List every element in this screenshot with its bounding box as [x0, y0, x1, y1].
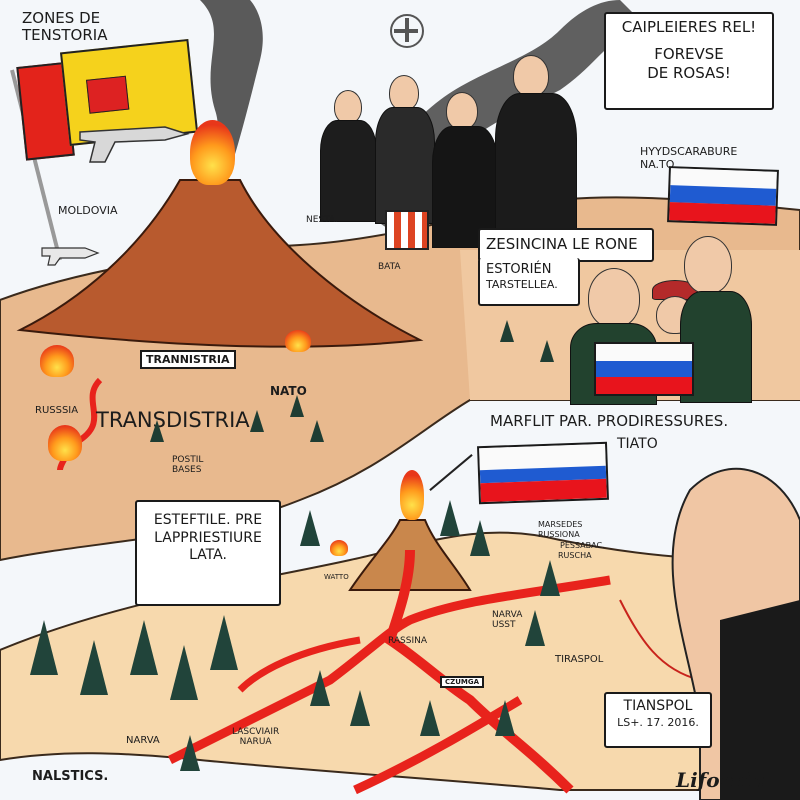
title-line-1: ZONES DE	[22, 9, 101, 27]
bubble-line-1: ESTEFTILE. PRE	[153, 512, 263, 528]
middle-right-bubble: ZESINCINA LE RONE	[478, 228, 654, 262]
label-marsedes-russiona: MARSEDES RUSSIONA PESSABAC. RUSCHA	[538, 520, 605, 562]
narva-line: NARVA	[492, 610, 523, 620]
fighter-jet	[79, 126, 190, 163]
bubble-line-3: TARSTELLEA.	[486, 278, 558, 292]
bubble-line-2: LAPPRIESTIURE	[154, 529, 262, 546]
shield	[385, 210, 429, 250]
label-russia: RUSSSIA	[35, 405, 79, 416]
smoke-plume	[200, 0, 263, 170]
left-speech-bubble: ESTEFTILE. PRE LAPPRIESTIURE LATA.	[135, 500, 281, 606]
volcano-fire	[190, 120, 235, 185]
top-right-label-line-2: NA.TO	[640, 157, 675, 171]
top-right-label-line-1: HYYDSCARABURE	[640, 145, 738, 158]
label-watto: WATTO	[324, 573, 349, 581]
bubble-line-3: LATA.	[189, 547, 227, 563]
label-postil-bases: POSTIL BASES	[172, 455, 203, 476]
bubble-line-3: DE ROSAS!	[647, 63, 731, 82]
title-line-2: TENSTORIA	[22, 26, 108, 45]
label-nesta: NESTA.	[306, 215, 338, 225]
top-right-label: HYYDSCARABURE NA.TO	[640, 145, 738, 171]
bubble-line-2: ESTORIÉN	[486, 262, 552, 277]
caption-line-2: TIATO	[617, 436, 658, 452]
title-label: ZONES DE TENSTORIA	[22, 9, 108, 45]
middle-right-bubble-lower: ESTORIÉN TARSTELLEA.	[478, 258, 580, 306]
narua-line: NARUA	[239, 737, 272, 748]
artist-signature: Lifornia	[676, 768, 766, 792]
label-narva-usst: NARVA USST	[492, 610, 522, 631]
fire	[330, 540, 348, 556]
marsedes-line: MARSEDES	[538, 520, 583, 529]
fire	[40, 345, 74, 377]
volcano	[16, 179, 424, 348]
label-tiraspol: TIRASPOL	[555, 654, 604, 665]
tranistria-sign: TRANNISTRIA	[140, 350, 236, 369]
small-jet	[41, 247, 100, 266]
bubble-line-1: ZESINCINA LE RONE	[486, 235, 638, 253]
top-speech-bubble: CAIPLEIERES REL! FOREVSE DE ROSAS!	[604, 12, 774, 110]
pessabac-line: PESSABAC.	[560, 540, 605, 550]
usst-line: USST	[492, 620, 516, 631]
label-narva: NARVA	[126, 735, 160, 746]
bubble-line-1: CAIPLEIERES REL!	[621, 18, 757, 36]
label-rassina: RASSINA	[388, 636, 428, 646]
russian-flag	[594, 342, 694, 396]
bubble-line-1: TIANSPOL	[623, 698, 693, 714]
russiona-line: RUSSIONA	[538, 530, 580, 540]
bases-line: BASES	[172, 465, 202, 476]
bubble-line-2: FOREVSE	[654, 44, 724, 63]
label-moldovia: MOLDOVIA	[58, 204, 118, 217]
label-bata: BATA	[378, 262, 401, 272]
label-czumga: CZUMGA	[440, 676, 485, 688]
ruscha-line: RUSCHA	[558, 551, 592, 561]
label-lascviair-narua: LASCVIAIR NARUA	[232, 727, 279, 748]
label-transdistria: TRANSDISTRIA	[96, 408, 250, 432]
fire	[48, 425, 82, 461]
caption-line-1: MARFLIT PAR. PRODIRESSURES.	[490, 412, 729, 430]
fire	[285, 330, 311, 352]
fire	[400, 470, 424, 520]
postil-line: POSTIL	[172, 455, 204, 465]
russian-flag	[667, 166, 779, 226]
bubble-line-2: LS+. 17. 2016.	[617, 715, 699, 729]
russian-flag	[477, 441, 609, 505]
nato-compass-icon	[390, 14, 424, 48]
lascviair-line: LASCVIAIR	[232, 727, 280, 737]
tiraspol-speech-bubble: TIANSPOL LS+. 17. 2016.	[604, 692, 712, 748]
label-nalstics: NALSTICS.	[32, 769, 109, 784]
label-nato: NATO	[270, 384, 307, 398]
